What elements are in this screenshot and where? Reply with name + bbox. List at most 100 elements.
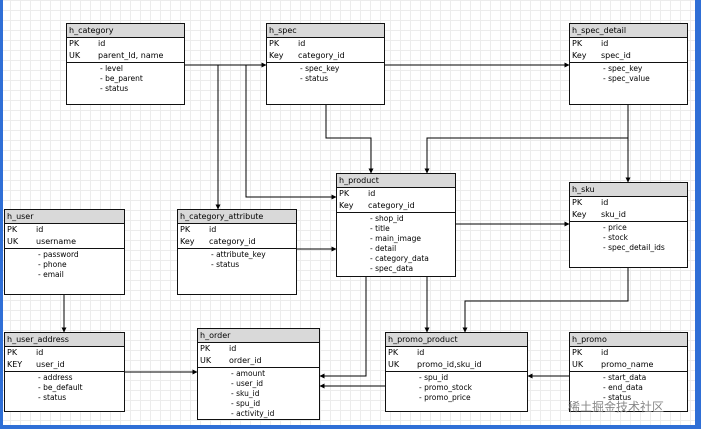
attribute-list: - address - be_default - status	[5, 372, 124, 403]
table-title: h_category_attribute	[178, 210, 296, 224]
attribute-list: - password - phone - email	[5, 249, 124, 280]
table-title: h_order	[198, 329, 319, 343]
attribute-item: - attribute_key	[211, 250, 266, 259]
attribute-list: - spu_id - promo_stock - promo_price	[386, 372, 527, 403]
attribute-item: - status	[100, 84, 129, 93]
table-title: h_product	[337, 174, 455, 188]
table-title: h_sku	[570, 183, 687, 197]
window-frame-left	[0, 0, 3, 429]
attribute-item: - category_data	[370, 254, 429, 263]
attribute-item: - shop_id	[370, 214, 404, 223]
attribute-item: - start_data	[603, 373, 647, 382]
table-title: h_spec_detail	[570, 24, 687, 38]
window-frame-right	[695, 0, 701, 429]
attribute-item: - status	[300, 74, 329, 83]
edge-product-to-order	[319, 276, 367, 379]
attribute-item: - be_parent	[100, 74, 143, 83]
attribute-item: - spec_data	[370, 264, 414, 273]
attribute-list: - spec_key - spec_value	[570, 63, 687, 84]
table-title: h_spec	[267, 24, 384, 38]
attribute-item: - address	[38, 373, 73, 382]
attribute-list: - start_data - end_data - status	[570, 372, 687, 403]
attribute-list: - level - be_parent - status	[67, 63, 184, 94]
attribute-list: - attribute_key - status	[178, 249, 296, 270]
attribute-list: - shop_id - title - main_image - detail …	[337, 213, 455, 274]
attribute-item: - detail	[370, 244, 397, 253]
table-title: h_category	[67, 24, 184, 38]
table-title: h_user_address	[5, 333, 124, 347]
attribute-item: - title	[370, 224, 390, 233]
attribute-item: - password	[38, 250, 79, 259]
attribute-item: - user_id	[231, 379, 264, 388]
attribute-item: - status	[38, 393, 67, 402]
edge-spec-detail-to-product	[424, 104, 629, 174]
attribute-item: - spu_id	[231, 399, 261, 408]
attribute-item: - activity_id	[231, 409, 275, 418]
attribute-item: - spec_key	[300, 64, 340, 73]
attribute-item: - spec_value	[603, 74, 650, 83]
attribute-item: - amount	[231, 369, 266, 378]
attribute-item: - be_default	[38, 383, 83, 392]
attribute-item: - phone	[38, 260, 67, 269]
window-frame-bottom	[0, 425, 701, 429]
attribute-item: - main_image	[370, 234, 421, 243]
edge-spec-to-product	[325, 104, 374, 174]
attribute-item: - end_data	[603, 383, 643, 392]
table-title: h_promo_product	[386, 333, 527, 347]
attribute-item: - stock	[603, 233, 628, 242]
attribute-item: - sku_id	[231, 389, 260, 398]
table-title: h_promo	[570, 333, 687, 347]
attribute-item: - promo_price	[419, 393, 471, 402]
attribute-item: - level	[100, 64, 123, 73]
attribute-item: - promo_stock	[419, 383, 472, 392]
edge-category-to-product	[245, 65, 337, 200]
attribute-list: - spec_key - status	[267, 63, 384, 84]
table-title: h_user	[5, 210, 124, 224]
attribute-list: - amount - user_id - sku_id - spu_id - a…	[198, 368, 319, 419]
attribute-item: - spec_key	[603, 64, 643, 73]
attribute-item: - spu_id	[419, 373, 449, 382]
attribute-item: - spec_detail_ids	[603, 243, 665, 252]
watermark-text: 稀土掘金技术社区	[568, 400, 665, 414]
attribute-list: - price - stock - spec_detail_ids	[570, 222, 687, 253]
edge-sku-to-promo-product	[462, 267, 629, 333]
attribute-item: - email	[38, 270, 64, 279]
attribute-item: - status	[211, 260, 240, 269]
attribute-item: - price	[603, 223, 627, 232]
attribute-item: - status	[603, 393, 632, 402]
